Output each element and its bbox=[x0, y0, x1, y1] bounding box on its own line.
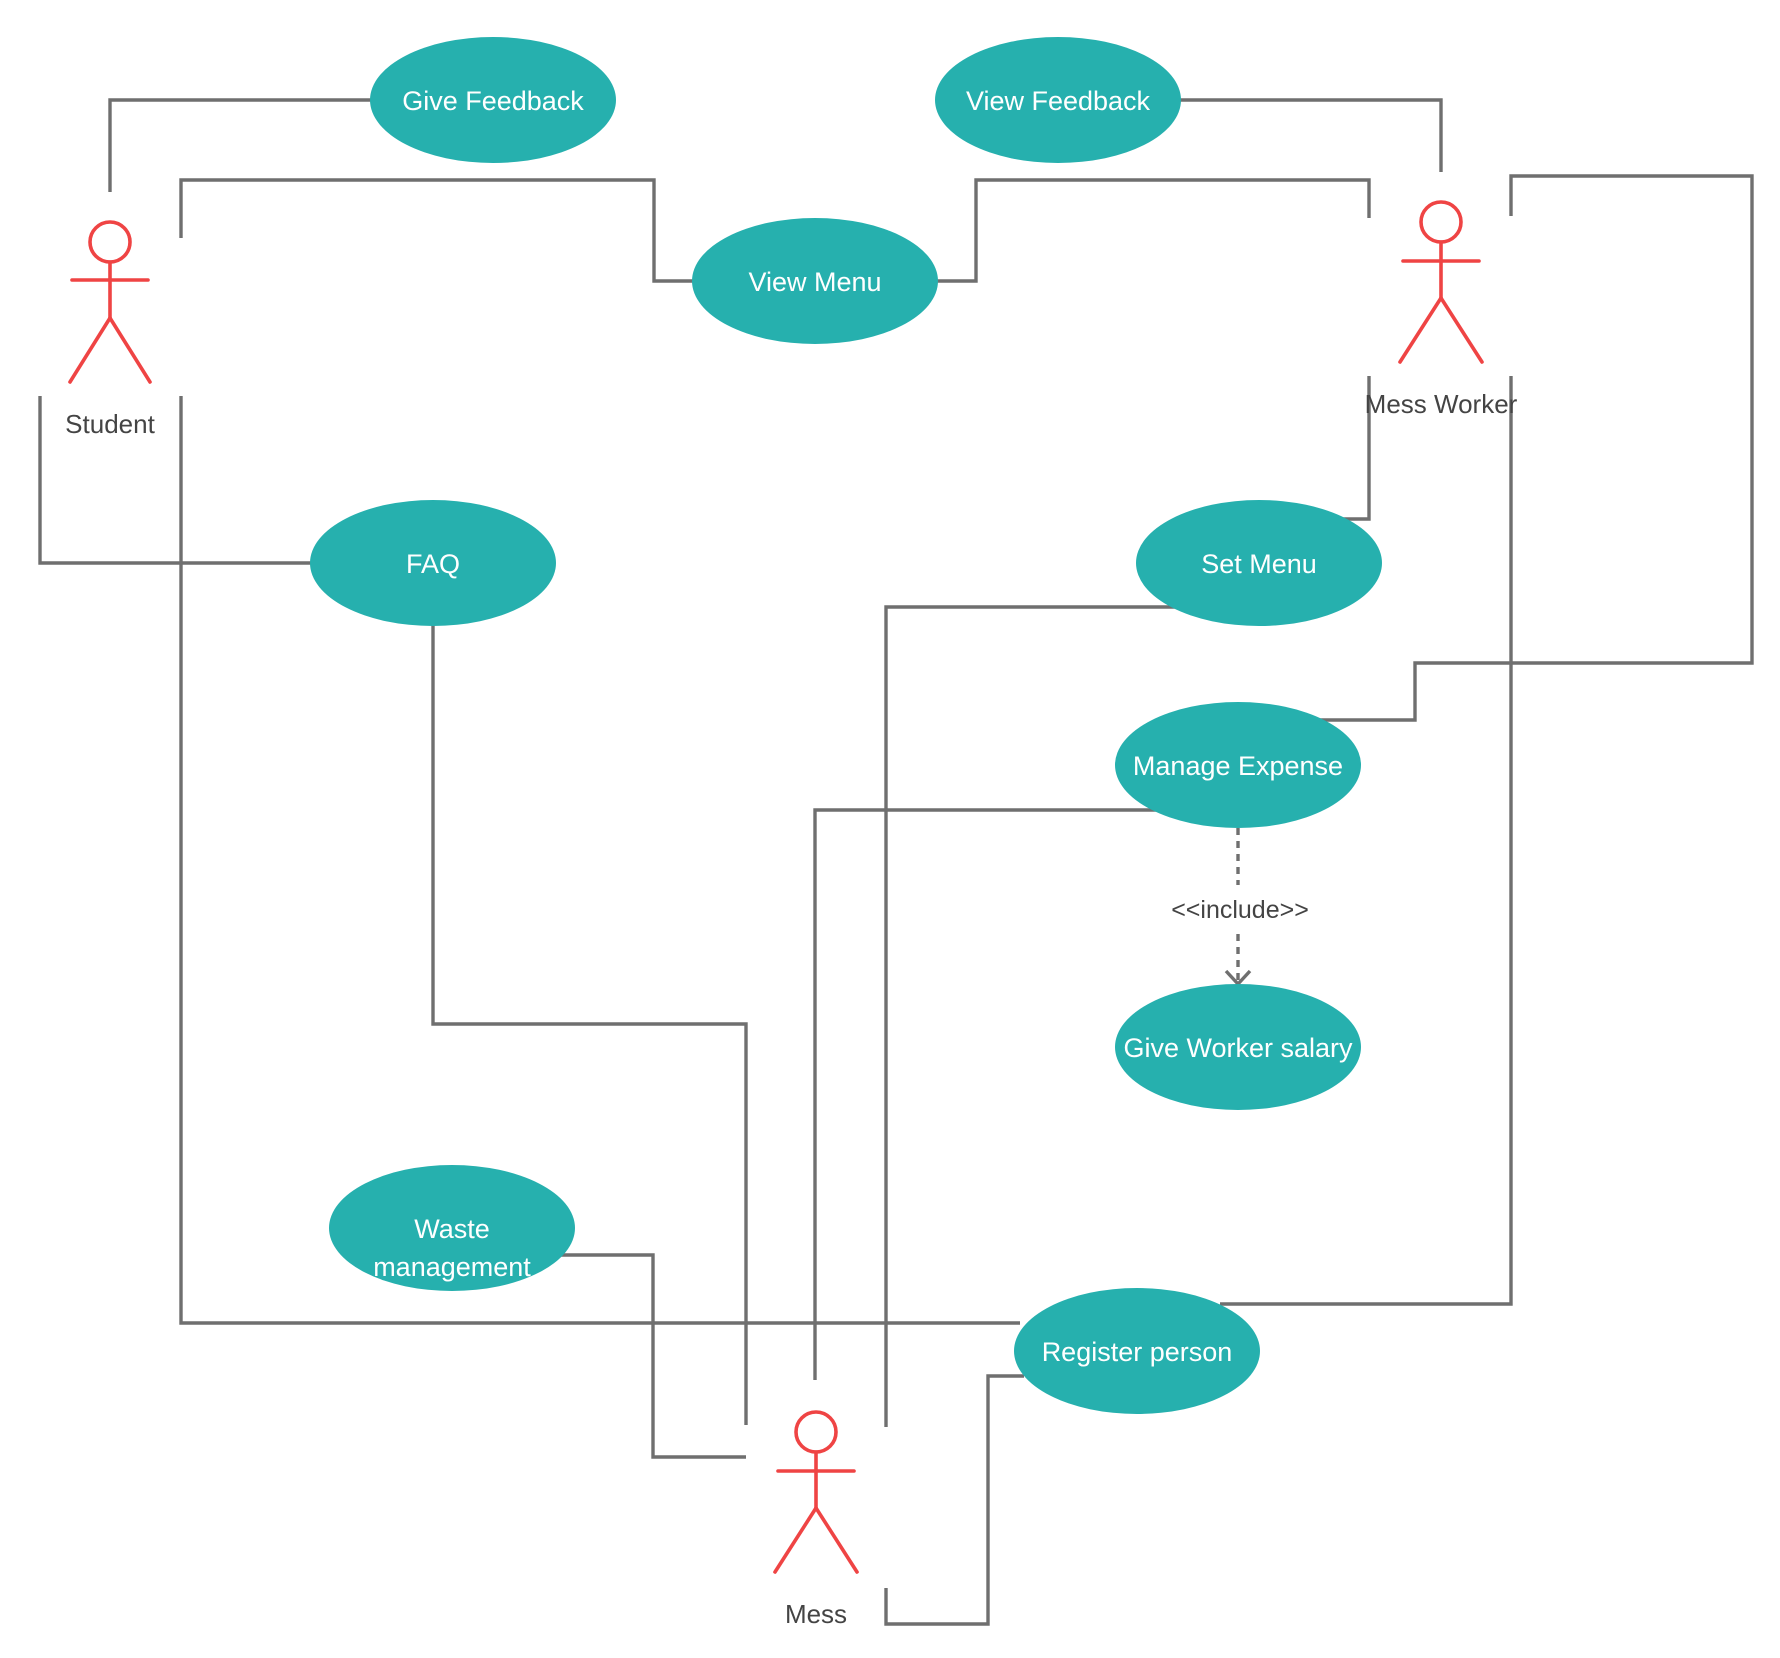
use-case-view-feedback[interactable]: View Feedback bbox=[935, 37, 1181, 163]
actor-label: Mess Worker bbox=[1365, 389, 1518, 419]
connector-student-register-person bbox=[179, 396, 1020, 1325]
use-case-label: Give Feedback bbox=[402, 86, 584, 116]
connector-view-feedback-mess-worker bbox=[1177, 98, 1443, 172]
use-case-register-person[interactable]: Register person bbox=[1014, 1288, 1260, 1414]
actor-mess-worker[interactable]: Mess Worker bbox=[1365, 200, 1518, 419]
connector-mess-worker-manage-expense bbox=[1320, 174, 1754, 722]
connector-register-person-mess bbox=[884, 1374, 1024, 1626]
actor-label: Mess bbox=[785, 1599, 847, 1629]
connector-waste-management-mess bbox=[560, 1253, 746, 1459]
use-case-faq[interactable]: FAQ bbox=[310, 500, 556, 626]
connector-student-view-menu bbox=[179, 178, 694, 283]
connectors bbox=[38, 98, 1754, 1626]
use-case-label: FAQ bbox=[406, 549, 460, 579]
connector-mess-worker-register-person bbox=[1220, 376, 1513, 1306]
connector-student-give-feedback bbox=[108, 98, 372, 192]
use-case-label: Set Menu bbox=[1201, 549, 1317, 579]
use-case-label-line2: management bbox=[373, 1252, 531, 1282]
actor-label: Student bbox=[65, 409, 155, 439]
use-case-give-feedback[interactable]: Give Feedback bbox=[370, 37, 616, 163]
use-case-set-menu[interactable]: Set Menu bbox=[1136, 500, 1382, 626]
connector-student-faq bbox=[38, 396, 311, 565]
use-case-label: View Menu bbox=[748, 267, 881, 297]
connector-view-menu-mess-worker bbox=[936, 178, 1371, 283]
use-case-label: Give Worker salary bbox=[1123, 1033, 1353, 1063]
stick-figure-icon bbox=[1398, 200, 1484, 364]
connector-set-menu-mess bbox=[884, 605, 1178, 1427]
connector-manage-expense-mess bbox=[813, 808, 1160, 1380]
include-stereotype-label: <<include>> bbox=[1171, 896, 1309, 924]
use-case-label: View Feedback bbox=[966, 86, 1151, 116]
use-case-view-menu[interactable]: View Menu bbox=[692, 218, 938, 344]
use-case-label: Manage Expense bbox=[1133, 751, 1343, 781]
stick-figure-icon bbox=[68, 220, 152, 384]
connector-faq-mess bbox=[431, 625, 748, 1425]
use-case-waste-management[interactable]: Waste management bbox=[329, 1165, 575, 1291]
stick-figure-icon bbox=[773, 1410, 859, 1574]
actor-mess[interactable]: Mess bbox=[773, 1410, 859, 1629]
use-case-give-worker-salary[interactable]: Give Worker salary bbox=[1115, 984, 1361, 1110]
use-case-manage-expense[interactable]: Manage Expense bbox=[1115, 702, 1361, 828]
use-case-label: Register person bbox=[1042, 1337, 1233, 1367]
actor-student[interactable]: Student bbox=[65, 220, 156, 439]
use-case-label-line1: Waste bbox=[414, 1214, 490, 1244]
